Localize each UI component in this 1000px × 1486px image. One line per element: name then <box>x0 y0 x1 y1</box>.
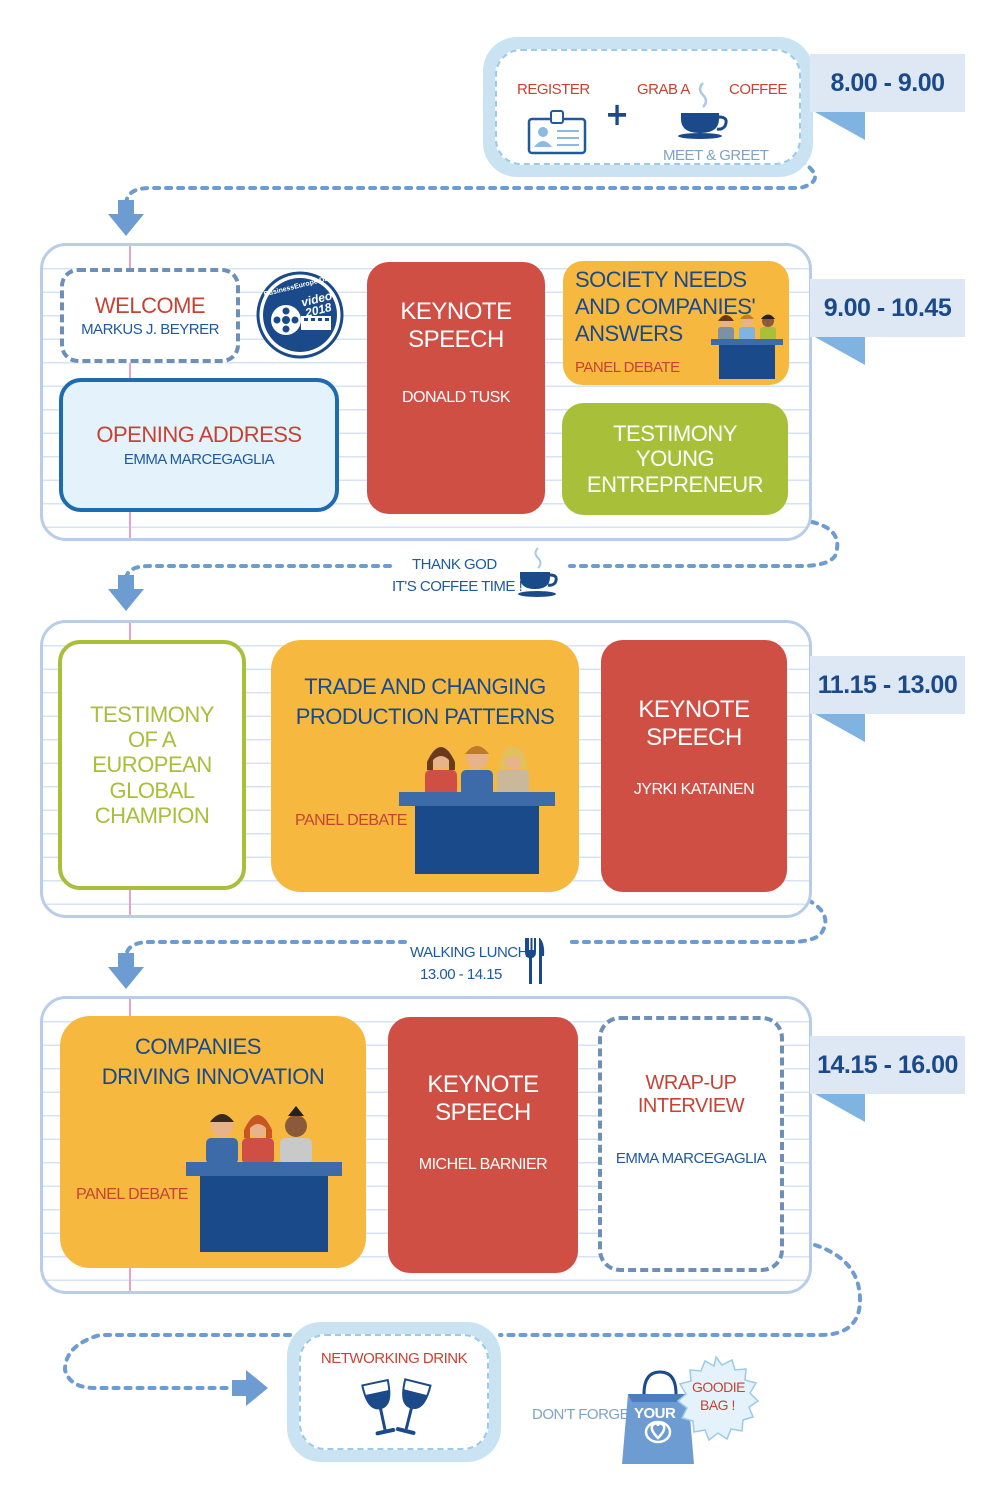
time-tab-session3: 14.15 - 16.00 <box>810 1036 965 1094</box>
time-tab-registration: 8.00 - 9.00 <box>810 54 965 112</box>
trade-line1: TRADE AND CHANGING <box>304 674 546 699</box>
society-line1: SOCIETY NEEDS <box>575 267 747 292</box>
time-tab-tail <box>815 714 865 742</box>
welcome-card: WELCOME MARKUS J. BEYRER <box>60 268 240 363</box>
time-tab-session2: 11.15 - 13.00 <box>810 656 965 714</box>
champion-line3: EUROPEAN <box>92 752 212 778</box>
society-label: PANEL DEBATE <box>575 359 680 376</box>
wine-glasses-icon <box>361 1378 432 1436</box>
society-line3: ANSWERS <box>575 321 683 346</box>
keynote-speaker: MICHEL BARNIER <box>418 1156 548 1174</box>
video-badge: BusinessEurope Day video 2018 <box>253 270 347 360</box>
networking-label: NETWORKING DRINK <box>320 1350 468 1367</box>
champion-line5: CHAMPION <box>94 802 210 828</box>
badge-icon <box>527 110 587 155</box>
keynote-tusk-card: KEYNOTE SPEECH DONALD TUSK <box>367 262 545 514</box>
champion-line1: TESTIMONY <box>90 701 214 727</box>
keynote-title-1: KEYNOTE <box>638 696 750 723</box>
time-tab-session1: 9.00 - 10.45 <box>810 279 965 337</box>
time-tab-tail <box>815 1094 865 1122</box>
society-card: SOCIETY NEEDS AND COMPANIES' ANSWERS PAN… <box>563 261 789 385</box>
cutlery-icon <box>525 938 545 984</box>
time-tab-tail <box>815 337 865 365</box>
film-reel-icon <box>256 271 344 359</box>
keynote-title-2: SPEECH <box>435 1098 531 1126</box>
testimony-young-card: TESTIMONY YOUNG ENTREPRENEUR <box>562 403 788 515</box>
keynote-title-1: KEYNOTE <box>427 1071 539 1098</box>
wrapup-line1: WRAP-UP <box>645 1072 737 1094</box>
panel-debate-icon <box>186 1106 342 1252</box>
coffee-cup-icon <box>678 82 728 139</box>
coffee-break-line1: THANK GOD <box>412 556 497 573</box>
lunch-line2: 13.00 - 14.15 <box>420 966 502 983</box>
registration-box: REGISTER + GRAB A COFFEE MEET & GREET <box>483 37 813 177</box>
companies-line1: COMPANIES <box>135 1034 261 1059</box>
companies-card: COMPANIES DRIVING INNOVATION PANEL DEBAT… <box>60 1016 366 1268</box>
champion-line4: GLOBAL <box>109 777 195 803</box>
wrapup-speaker: EMMA MARCEGAGLIA <box>615 1150 767 1167</box>
register-label: REGISTER <box>517 81 590 98</box>
dont-forget-label: DON'T FORGET <box>532 1406 638 1423</box>
your-label: YOUR <box>634 1405 676 1422</box>
wrapup-card: WRAP-UP INTERVIEW EMMA MARCEGAGLIA <box>598 1016 784 1272</box>
opening-title: OPENING ADDRESS <box>96 421 302 447</box>
goodie-line2: BAG ! <box>700 1397 735 1413</box>
testimony-champion-card: TESTIMONY OF A EUROPEAN GLOBAL CHAMPION <box>58 640 246 890</box>
coffee-label: COFFEE <box>729 81 787 98</box>
wrapup-line2: INTERVIEW <box>637 1095 745 1117</box>
keynote-barnier-card: KEYNOTE SPEECH MICHEL BARNIER <box>388 1017 578 1273</box>
goodie-starburst <box>676 1355 760 1442</box>
keynote-title-1: KEYNOTE <box>400 298 512 325</box>
goodie-bag-icon <box>622 1370 694 1464</box>
companies-line2: DRIVING INNOVATION <box>101 1064 325 1089</box>
time-tab-tail <box>815 112 865 140</box>
testimony-young-line1: TESTIMONY <box>613 421 737 447</box>
keynote-title-2: SPEECH <box>646 723 742 751</box>
trade-card: TRADE AND CHANGING PRODUCTION PATTERNS P… <box>271 640 579 892</box>
keynote-speaker: DONALD TUSK <box>401 389 511 407</box>
testimony-young-line2: YOUNG <box>635 446 715 472</box>
panel-debate-icon <box>399 746 555 874</box>
keynote-title-2: SPEECH <box>408 325 504 353</box>
keynote-katainen-card: KEYNOTE SPEECH JYRKI KATAINEN <box>601 640 787 892</box>
coffee-cup-icon <box>518 547 558 597</box>
plus-sign: + <box>605 95 630 133</box>
grab-a-label: GRAB A <box>637 81 690 98</box>
trade-line2: PRODUCTION PATTERNS <box>295 704 555 729</box>
networking-box: NETWORKING DRINK <box>287 1322 501 1462</box>
trade-label: PANEL DEBATE <box>295 812 407 829</box>
welcome-speaker: MARKUS J. BEYRER <box>81 320 219 338</box>
keynote-speaker: JYRKI KATAINEN <box>633 781 755 799</box>
panel-debate-icon <box>711 314 783 379</box>
goodie-line1: GOODIE <box>692 1379 746 1395</box>
companies-label: PANEL DEBATE <box>76 1186 188 1203</box>
lunch-line1: WALKING LUNCH <box>410 944 528 961</box>
coffee-break-line2: IT'S COFFEE TIME ! <box>392 578 523 595</box>
opening-address-card: OPENING ADDRESS EMMA MARCEGAGLIA <box>59 378 339 512</box>
welcome-title: WELCOME <box>94 293 206 319</box>
opening-speaker: EMMA MARCEGAGLIA <box>123 451 275 469</box>
testimony-young-line3: ENTREPRENEUR <box>586 471 764 497</box>
society-line2: AND COMPANIES' <box>575 294 756 319</box>
meet-greet-label: MEET & GREET <box>663 147 769 164</box>
champion-line2: OF A <box>127 727 177 753</box>
